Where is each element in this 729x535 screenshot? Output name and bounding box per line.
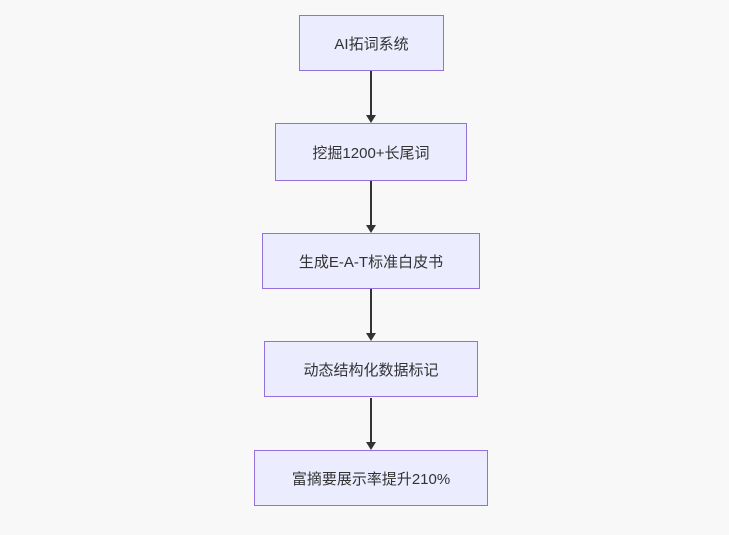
flow-node-rich-snippet-result: 富摘要展示率提升210% [254, 450, 488, 506]
arrow-line [370, 398, 372, 444]
flow-node-structured-data-markup: 动态结构化数据标记 [264, 341, 478, 397]
arrow-head-icon [366, 333, 376, 341]
arrow-head-icon [366, 225, 376, 233]
flow-node-ai-expansion-system: AI拓词系统 [299, 15, 444, 71]
flow-node-label: 动态结构化数据标记 [303, 361, 439, 379]
flow-arrow-2 [365, 181, 377, 233]
flow-node-longtail-keywords: 挖掘1200+长尾词 [275, 123, 467, 181]
flow-arrow-4 [365, 398, 377, 450]
flow-node-label: AI拓词系统 [334, 35, 409, 53]
flow-arrow-1 [365, 71, 377, 123]
arrow-line [370, 71, 372, 117]
flow-arrow-3 [365, 289, 377, 341]
flow-node-label: 生成E-A-T标准白皮书 [298, 253, 444, 271]
arrow-head-icon [366, 442, 376, 450]
flow-node-label: 挖掘1200+长尾词 [312, 144, 430, 162]
flow-node-label: 富摘要展示率提升210% [291, 470, 451, 488]
flow-node-eat-whitepaper: 生成E-A-T标准白皮书 [262, 233, 480, 289]
arrow-head-icon [366, 115, 376, 123]
arrow-line [370, 181, 372, 227]
arrow-line [370, 289, 372, 335]
